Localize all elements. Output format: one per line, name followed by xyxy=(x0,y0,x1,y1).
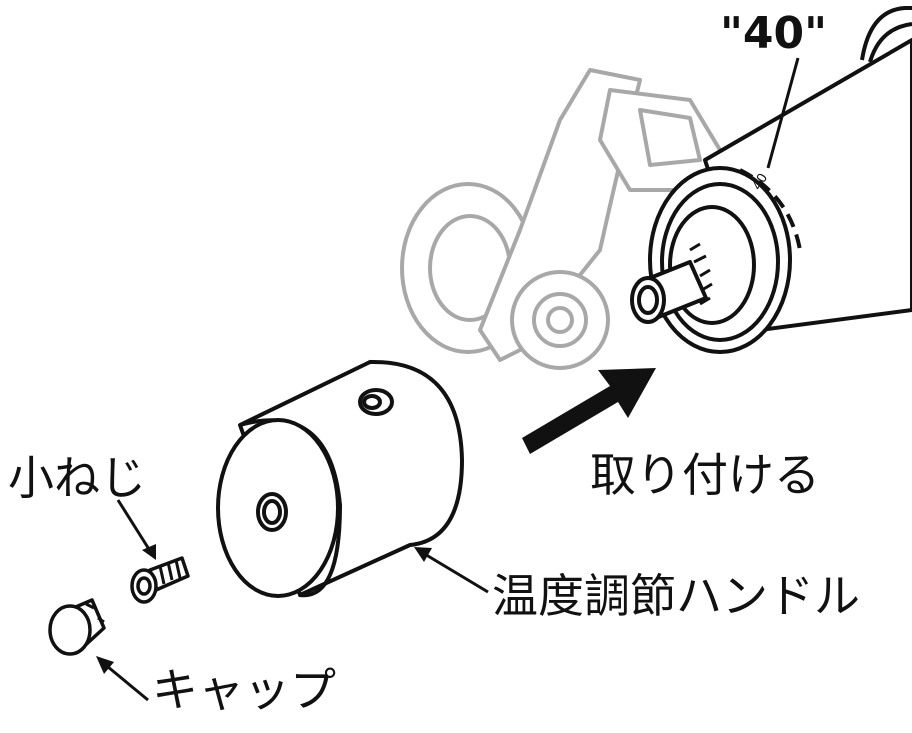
handle-label: 温度調節ハンドル xyxy=(492,573,860,619)
cap-label: キャップ xyxy=(152,667,336,713)
temperature-handle xyxy=(218,362,462,596)
arrow-right-up-icon xyxy=(522,368,656,454)
cap xyxy=(50,600,104,654)
handle-leader xyxy=(418,550,488,592)
screw-label: 小ねじ xyxy=(8,455,146,501)
screw xyxy=(132,558,188,602)
screw-leader xyxy=(118,500,152,554)
attach-label: 取り付ける xyxy=(590,452,820,498)
mark-label: "40" xyxy=(720,12,827,56)
